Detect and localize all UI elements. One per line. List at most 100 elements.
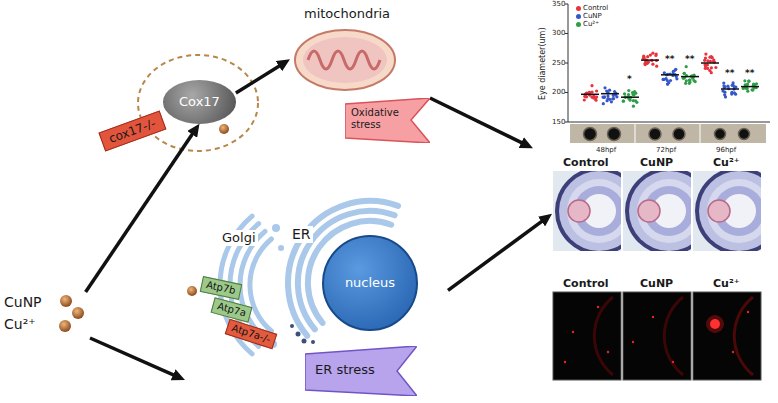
data-dot (610, 100, 613, 103)
knockout-zone (138, 55, 258, 151)
node-text: nucleus (345, 275, 395, 291)
data-dot (667, 81, 670, 84)
mean-line (601, 93, 619, 95)
mitochondrion-drawing (295, 30, 395, 90)
histology-images (553, 167, 778, 255)
mean-line (621, 96, 639, 98)
data-dot (746, 90, 749, 93)
data-dot (683, 72, 686, 75)
knockout-tag: cox17-/- (98, 111, 166, 152)
data-dot (646, 55, 649, 58)
data-dot (632, 93, 635, 96)
significance-mark: * (627, 74, 632, 85)
data-dot (590, 84, 593, 87)
knockout-box: Atp7a-/- (225, 319, 278, 350)
axis-tick: 150 (552, 118, 565, 126)
copper-particles (59, 286, 197, 332)
panel-header: Control (563, 277, 608, 290)
data-dot (602, 102, 605, 105)
mean-line (661, 74, 679, 76)
flow-arrow (90, 338, 180, 378)
protein-blob: Cox17 (163, 80, 236, 124)
data-dot (747, 80, 750, 83)
data-dot (632, 105, 635, 108)
node-text: Atp7b (205, 279, 237, 297)
node-text: cox17-/- (107, 116, 158, 146)
node-text: Atp7a (216, 300, 248, 319)
flow-arrow (236, 62, 285, 93)
data-dot (583, 98, 586, 101)
data-dot (601, 96, 604, 99)
er-region: ER nucleus (288, 198, 448, 340)
node-text: mitochondria (304, 6, 390, 22)
data-dot (722, 84, 725, 87)
axis-label: 96hpf (716, 146, 736, 154)
data-dot (688, 81, 691, 84)
mean-line (641, 59, 659, 61)
axis-tick: 200 (552, 88, 565, 96)
data-dot (734, 93, 737, 96)
legend-text: Cu²⁺ (583, 20, 599, 28)
legend-text: CuNP (583, 12, 602, 20)
legend-text: Control (583, 4, 608, 12)
panel-header: Cu²⁺ (713, 277, 740, 290)
data-dot (730, 93, 733, 96)
data-dot (606, 94, 609, 97)
node-text: Cox17 (179, 94, 220, 110)
data-dot (591, 96, 594, 99)
data-dot (654, 54, 657, 57)
node-text: Oxidative stress (351, 107, 413, 130)
data-dot (633, 90, 636, 93)
data-dot (722, 81, 725, 84)
data-dot (602, 96, 605, 99)
node-text: Atp7a-/- (230, 322, 272, 346)
data-dot (629, 99, 632, 102)
data-dot (594, 99, 597, 102)
data-dot (694, 80, 697, 83)
mean-line (741, 86, 759, 88)
fluorescence-images (553, 292, 761, 380)
data-dot (710, 71, 713, 74)
data-dot (685, 65, 688, 68)
flow-arrow (448, 217, 547, 290)
data-dot (724, 95, 727, 98)
data-dot (588, 91, 591, 94)
golgi-region: GolgiAtp7bAtp7aAtp7a-/- (185, 205, 285, 380)
data-dot (642, 55, 645, 58)
data-dot (595, 89, 598, 92)
data-dot (684, 82, 687, 85)
data-dot (746, 83, 749, 86)
data-dot (704, 53, 707, 56)
significance-mark: ** (685, 54, 694, 65)
data-dot (743, 79, 746, 82)
data-dot (611, 97, 614, 100)
node-text: ER (290, 226, 313, 243)
data-dot (714, 66, 717, 69)
mean-line (681, 76, 699, 78)
data-dot (747, 80, 750, 83)
data-dot (704, 64, 707, 67)
histology-panel: ControlCuNPCu²⁺ (552, 155, 774, 253)
data-dot (606, 99, 609, 102)
stress-flag: ER stress (305, 346, 417, 396)
node-text: CuNP (640, 156, 673, 169)
data-dot (622, 100, 625, 103)
data-dot (632, 99, 635, 102)
mean-line (721, 88, 739, 90)
legend-swatch (576, 6, 581, 11)
data-dot (655, 65, 658, 68)
node-text: CuNP (4, 294, 42, 311)
data-dot (651, 63, 654, 66)
data-dot (627, 93, 630, 96)
mitochondria-figure: mitochondria (290, 4, 400, 96)
data-dot (603, 95, 606, 98)
flow-arrow (430, 98, 528, 146)
axis-tick: 350 (552, 0, 565, 8)
data-dot (721, 89, 724, 92)
stress-flag: Oxidative stress (345, 98, 430, 143)
data-dot (683, 72, 686, 75)
significance-mark: ** (725, 68, 734, 79)
